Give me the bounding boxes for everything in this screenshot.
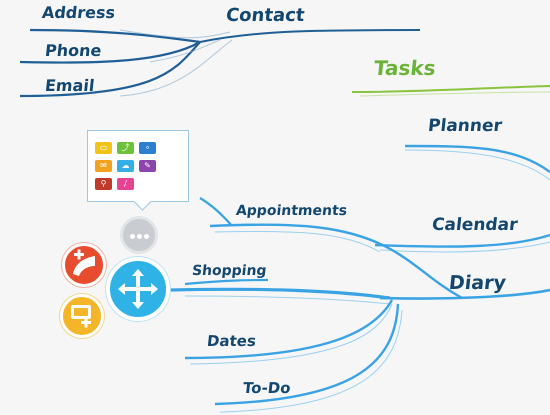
node-planner[interactable]: Planner	[427, 116, 503, 136]
move-arrows-icon	[118, 269, 158, 309]
node-style-popup: ▭ ⤴ ∘ ✉ ☁ ✎ ⚲ ∕	[87, 130, 189, 202]
add-node-button[interactable]	[62, 243, 106, 287]
add-node-icon	[73, 249, 95, 276]
add-note-button[interactable]	[60, 294, 104, 338]
node-tasks[interactable]: Tasks	[372, 56, 437, 80]
more-button[interactable]	[120, 216, 158, 254]
nodes-icon[interactable]: ∘	[139, 142, 156, 154]
node-address[interactable]: Address	[41, 3, 117, 22]
node-appointments[interactable]: Appointments	[235, 203, 348, 219]
move-button[interactable]	[106, 257, 170, 321]
node-diary[interactable]: Diary	[447, 272, 508, 294]
node-email[interactable]: Email	[44, 76, 96, 95]
node-contact[interactable]: Contact	[224, 5, 306, 26]
node-dates[interactable]: Dates	[206, 332, 257, 350]
edit-icon[interactable]: ✎	[139, 160, 156, 172]
add-note-icon	[71, 305, 91, 328]
node-calendar[interactable]: Calendar	[431, 215, 519, 235]
more-icon-dot	[144, 234, 149, 239]
brush-icon[interactable]: ∕	[117, 178, 134, 190]
email-icon[interactable]: ✉	[95, 160, 112, 172]
pin-icon[interactable]: ⚲	[95, 178, 112, 190]
node-phone[interactable]: Phone	[44, 41, 103, 60]
presentation-icon[interactable]: ▭	[95, 142, 112, 154]
more-icon-dot	[137, 234, 142, 239]
node-todo[interactable]: To-Do	[242, 379, 292, 397]
node-shopping[interactable]: Shopping	[191, 263, 268, 279]
cloud-icon[interactable]: ☁	[117, 160, 134, 172]
more-icon	[130, 234, 135, 239]
chart-icon[interactable]: ⤴	[117, 142, 134, 154]
